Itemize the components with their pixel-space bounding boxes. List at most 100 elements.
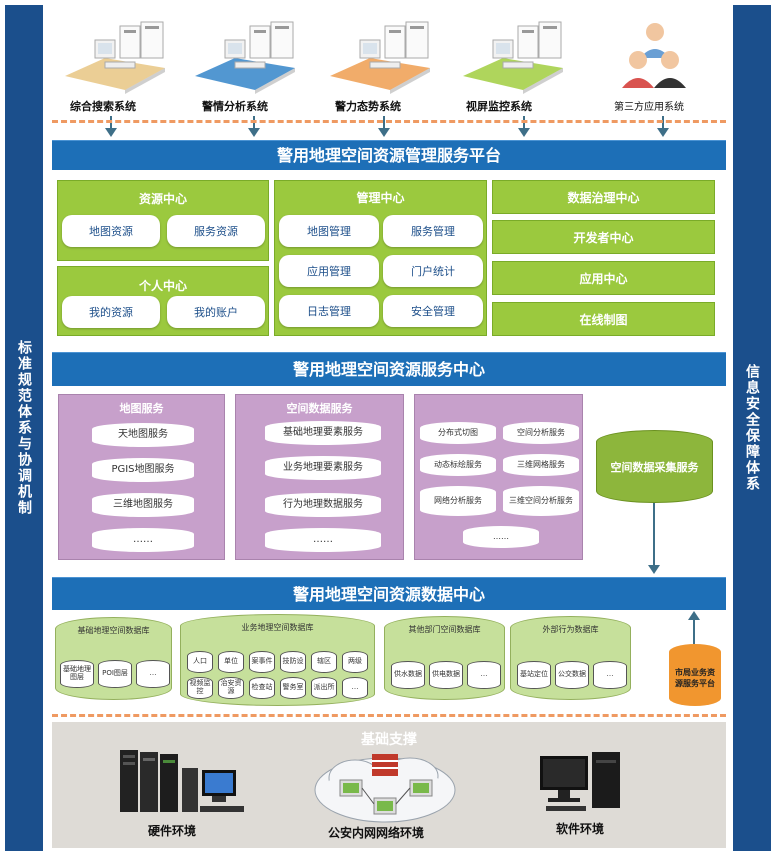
workstation-icon: [330, 21, 430, 94]
personal-center-title: 个人中心: [138, 279, 187, 293]
pgis-map-service[interactable]: PGIS地图服务: [92, 458, 194, 482]
management-center-title: 管理中心: [356, 191, 405, 205]
basic-geo-feature-service[interactable]: 基础地理要素服务: [265, 421, 381, 445]
spatial-data-service-title: 空间数据服务: [286, 402, 353, 415]
spatial-data-collection-service[interactable]: 空间数据采集服务: [596, 430, 713, 503]
spatial-data-service-panel: 空间数据服务 基础地理要素服务 业务地理要素服务 行为地理数据服务 ……: [235, 394, 404, 560]
basic-geo-layer-db[interactable]: 基础地理图层: [60, 660, 94, 688]
my-account-button[interactable]: 我的账户: [167, 296, 265, 328]
spatial-data-service-more: ……: [265, 528, 381, 552]
infrastructure-title: 基础支撑: [361, 732, 417, 748]
personal-center-panel: 个人中心 我的资源 我的账户: [57, 266, 269, 336]
top-system-1[interactable]: [195, 18, 305, 98]
workstation-icon: [195, 21, 295, 94]
public-security-resource-db[interactable]: 治安资源: [218, 677, 244, 699]
map-management-button[interactable]: 地图管理: [279, 215, 379, 247]
management-center-panel: 管理中心 地图管理 服务管理 应用管理 门户统计 日志管理 安全管理: [274, 180, 487, 336]
online-mapping[interactable]: 在线制图: [492, 302, 715, 336]
top-system-label-4: 第三方应用系统: [614, 102, 684, 113]
police-station-db[interactable]: 派出所: [311, 677, 337, 699]
server-rack-icon: [120, 750, 244, 812]
top-system-3[interactable]: [463, 18, 573, 98]
map-resource-button[interactable]: 地图资源: [62, 215, 160, 247]
computer-icon: [540, 752, 620, 811]
bottom-divider: [52, 714, 726, 717]
users-icon: [622, 23, 686, 88]
right-sidebar-label: 信息安全保障体系: [744, 364, 760, 492]
bus-data-db[interactable]: 公交数据: [555, 661, 589, 689]
application-center[interactable]: 应用中心: [492, 261, 715, 295]
tianditu-service[interactable]: 天地图服务: [92, 423, 194, 447]
software-env-label: 软件环境: [556, 822, 605, 836]
workstation-icon: [65, 21, 165, 94]
video-monitor-db[interactable]: 视频监控: [187, 677, 213, 699]
top-system-arrow-head-3: [518, 128, 530, 137]
developer-center[interactable]: 开发者中心: [492, 220, 715, 254]
poi-layer-db[interactable]: POI图层: [98, 660, 132, 688]
data-governance-center[interactable]: 数据治理中心: [492, 180, 715, 214]
analysis-services-panel: 分布式切图 空间分析服务 动态标绘服务 三维网格服务 网络分析服务 三维空间分析…: [414, 394, 583, 560]
tech-defense-db[interactable]: 技防设: [280, 651, 306, 673]
top-system-0[interactable]: [65, 18, 175, 98]
top-system-2[interactable]: [330, 18, 440, 98]
left-sidebar-label: 标准规范体系与协调机制: [16, 340, 32, 516]
service-resource-button[interactable]: 服务资源: [167, 215, 265, 247]
3d-spatial-analysis-service[interactable]: 三维空间分析服务: [503, 486, 579, 516]
top-divider: [52, 120, 726, 123]
external-behavior-db: 外部行为数据库 基站定位 公交数据 …: [510, 616, 631, 700]
analysis-services-more: ……: [463, 526, 539, 548]
network-cloud-icon: [314, 754, 456, 823]
external-db-more: …: [593, 661, 627, 689]
police-office-db[interactable]: 警务室: [280, 677, 306, 699]
jurisdiction-db[interactable]: 辖区: [311, 651, 337, 673]
case-event-db[interactable]: 案事件: [249, 651, 275, 673]
two-level-db[interactable]: 两级: [342, 651, 368, 673]
distributed-tiling-service[interactable]: 分布式切图: [420, 422, 496, 444]
top-system-4[interactable]: [600, 18, 710, 98]
population-db[interactable]: 人口: [187, 651, 213, 673]
behavior-geo-data-service[interactable]: 行为地理数据服务: [265, 493, 381, 517]
basic-geo-db-more: …: [136, 660, 170, 688]
collection-arrow-head: [648, 565, 660, 574]
collection-connector: [653, 503, 655, 568]
city-business-platform-db[interactable]: 市局业务资源服务平台: [669, 644, 721, 706]
other-dept-db-more: …: [467, 661, 501, 689]
3d-grid-service[interactable]: 三维网格服务: [503, 454, 579, 476]
service-management-button[interactable]: 服务管理: [383, 215, 483, 247]
business-db-more: …: [342, 677, 368, 699]
spatial-analysis-service[interactable]: 空间分析服务: [503, 422, 579, 444]
base-station-db[interactable]: 基站定位: [517, 661, 551, 689]
map-service-more: ……: [92, 528, 194, 552]
city-db-arrow-head: [688, 611, 700, 620]
workstation-icon: [463, 21, 563, 94]
service-center-title: 警用地理空间资源服务中心: [292, 360, 485, 379]
power-data-db[interactable]: 供电数据: [429, 661, 463, 689]
network-analysis-service[interactable]: 网络分析服务: [420, 486, 496, 516]
my-resource-button[interactable]: 我的资源: [62, 296, 160, 328]
other-dept-geo-db: 其他部门空间数据库 供水数据 供电数据 …: [384, 616, 505, 700]
data-center-title-bar: 警用地理空间资源数据中心: [52, 577, 726, 610]
map-service-title: 地图服务: [119, 402, 164, 415]
unit-db[interactable]: 单位: [218, 651, 244, 673]
portal-stats-button[interactable]: 门户统计: [383, 255, 483, 287]
app-management-button[interactable]: 应用管理: [279, 255, 379, 287]
top-system-label-3: 视屏监控系统: [466, 100, 532, 113]
3d-map-service[interactable]: 三维地图服务: [92, 493, 194, 517]
business-geo-feature-service[interactable]: 业务地理要素服务: [265, 456, 381, 480]
top-system-arrow-head-2: [378, 128, 390, 137]
dynamic-plotting-service[interactable]: 动态标绘服务: [420, 454, 496, 476]
basic-geo-db: 基础地理空间数据库 基础地理图层 POI图层 …: [55, 617, 172, 700]
checkpoint-db[interactable]: 检查站: [249, 677, 275, 699]
water-data-db[interactable]: 供水数据: [391, 661, 425, 689]
log-management-button[interactable]: 日志管理: [279, 295, 379, 327]
right-sidebar-security: 信息安全保障体系: [733, 5, 771, 851]
service-center-title-bar: 警用地理空间资源服务中心: [52, 352, 726, 386]
platform-title: 警用地理空间资源管理服务平台: [276, 146, 501, 165]
business-geo-db: 业务地理空间数据库 人口单位案事件技防设辖区两级视频监控治安资源检查站警务室派出…: [180, 614, 375, 706]
map-service-panel: 地图服务 天地图服务 PGIS地图服务 三维地图服务 ……: [58, 394, 225, 560]
security-management-button[interactable]: 安全管理: [383, 295, 483, 327]
top-system-arrow-head-0: [105, 128, 117, 137]
top-system-label-1: 警情分析系统: [202, 100, 268, 113]
data-center-title: 警用地理空间资源数据中心: [292, 585, 485, 604]
left-sidebar-standards: 标准规范体系与协调机制: [5, 5, 43, 851]
